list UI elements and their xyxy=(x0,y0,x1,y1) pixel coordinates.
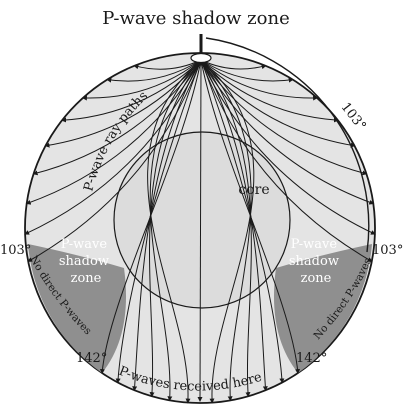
mantle-ray xyxy=(32,59,202,176)
mantle-ray xyxy=(200,59,368,176)
angle-142-right: 142° xyxy=(296,351,327,366)
angle-103-left: 103° xyxy=(0,243,31,258)
mantle-ray xyxy=(44,59,202,148)
core-ray-center xyxy=(197,59,203,402)
p-wave-ray-paths xyxy=(24,59,376,404)
core-ray xyxy=(200,59,301,375)
core-ray xyxy=(200,59,252,402)
core-ray xyxy=(132,59,202,392)
mantle-ray xyxy=(24,59,202,235)
core-ray xyxy=(99,59,202,375)
mantle-ray xyxy=(133,59,202,70)
mantle-ray xyxy=(27,59,202,262)
mantle-ray xyxy=(200,59,356,148)
mantle-ray xyxy=(106,59,202,83)
shadow-zone-right xyxy=(273,244,372,373)
mantle-ray xyxy=(200,59,294,83)
mantle-ray xyxy=(200,59,339,123)
shadow-zone-right-label: P-wave shadow zone xyxy=(289,237,343,286)
angle-103-right: 103° xyxy=(372,243,403,258)
mantle-ray xyxy=(200,59,373,262)
angle-arc-103 xyxy=(205,37,370,253)
core-ray xyxy=(115,59,202,384)
core-ray xyxy=(149,59,202,398)
core-ray xyxy=(200,59,255,404)
core-ray xyxy=(147,59,202,404)
mantle-ray xyxy=(81,59,202,101)
core-ray xyxy=(200,59,268,392)
shadow-zone-left xyxy=(28,244,127,373)
earthquake-focus xyxy=(190,52,212,64)
core-ray xyxy=(200,59,285,384)
mantle-ray xyxy=(200,59,319,101)
core-ray xyxy=(200,59,252,398)
shadow-zone-left-label: P-wave shadow zone xyxy=(59,237,113,286)
mantle-ray xyxy=(200,59,267,70)
earth-core xyxy=(113,131,291,309)
angle-142-left: 142° xyxy=(76,351,107,366)
core-ray xyxy=(149,59,202,402)
core-label: core xyxy=(238,182,269,198)
diagram-title: P-wave shadow zone xyxy=(102,8,290,29)
mantle-ray xyxy=(61,59,202,123)
